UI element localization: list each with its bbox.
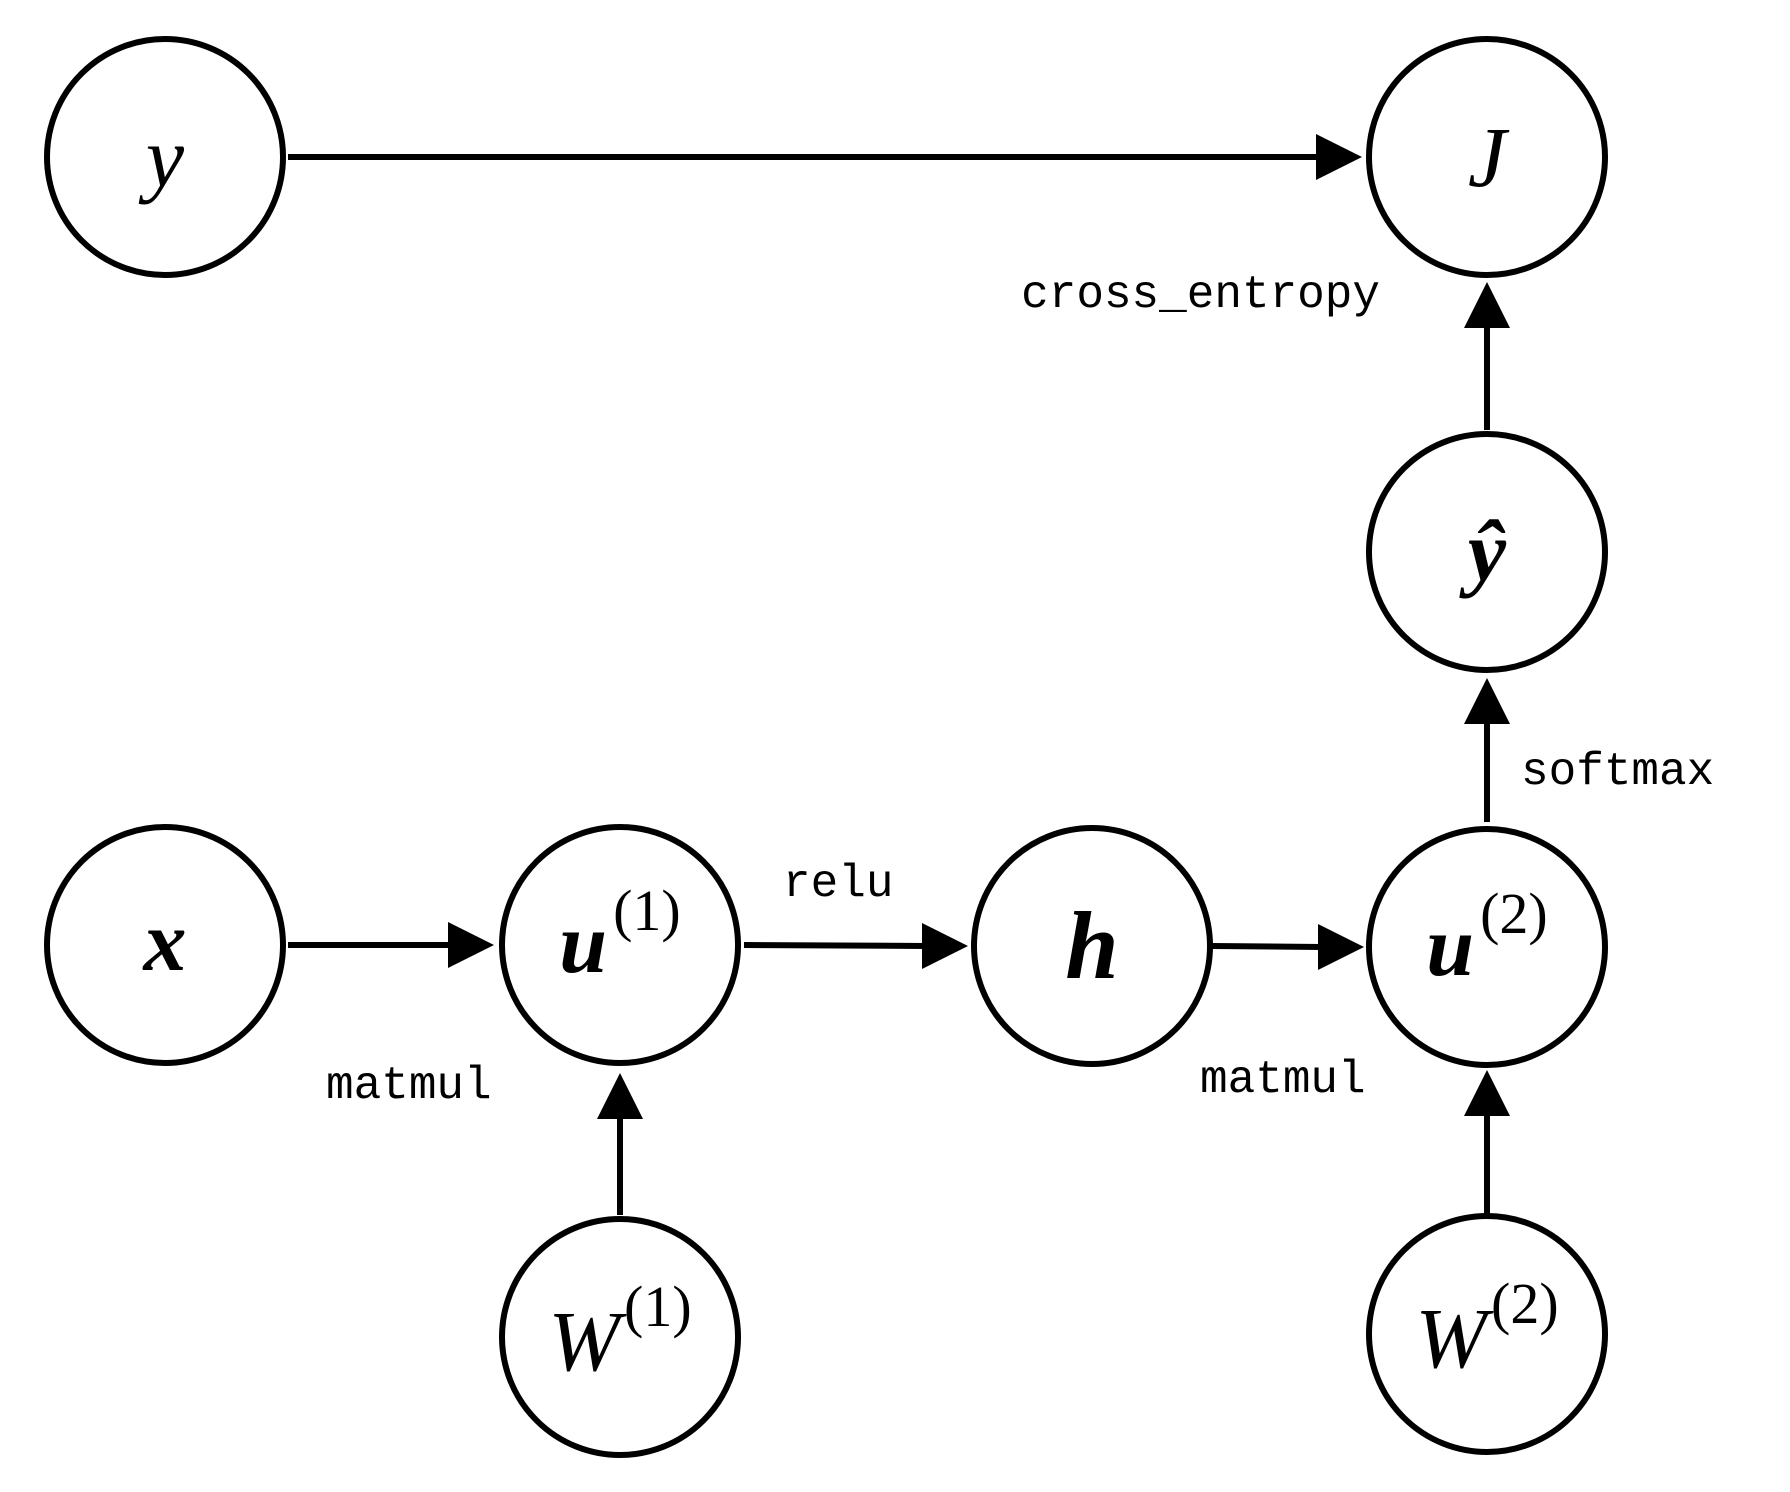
node-y-label: y <box>138 109 185 205</box>
node-x-label: x <box>142 893 187 989</box>
edge-w1-to-u1 <box>597 1073 643 1215</box>
edges <box>288 134 1510 1215</box>
node-u2-main: u <box>1426 898 1474 994</box>
node-w1-label: W(1) <box>548 1274 691 1389</box>
node-w2: W(2) <box>1366 1213 1608 1455</box>
node-j: J <box>1366 36 1608 278</box>
op-label-matmul-1: matmul <box>326 1060 492 1112</box>
node-y-hat: ŷ <box>1366 431 1608 673</box>
node-w2-label: W(2) <box>1415 1271 1558 1386</box>
node-u1-main: u <box>559 895 607 991</box>
node-h: h <box>971 825 1213 1067</box>
node-y: y <box>44 36 286 278</box>
nodes: y J ŷ x u(1) h <box>44 36 1608 1458</box>
edge-x-to-u1 <box>288 922 494 968</box>
edge-h-to-u2 <box>1211 924 1364 970</box>
edge-yhat-to-j <box>1464 282 1510 430</box>
edge-u2-to-yhat <box>1464 678 1510 822</box>
edge-u1-to-h <box>743 923 968 969</box>
node-u1: u(1) <box>499 824 741 1066</box>
op-label-relu: relu <box>783 858 893 910</box>
node-u1-label: u(1) <box>559 878 680 991</box>
node-w1-main: W <box>548 1293 627 1389</box>
node-j-label: J <box>1468 109 1510 205</box>
op-label-cross-entropy: cross_entropy <box>1021 269 1380 321</box>
node-u1-sup: (1) <box>613 878 681 943</box>
edge-w2-to-u2 <box>1464 1070 1510 1215</box>
node-u2-sup: (2) <box>1480 881 1548 946</box>
node-w1: W(1) <box>499 1216 741 1458</box>
node-u2: u(2) <box>1366 826 1608 1068</box>
operation-labels: cross_entropy softmax relu matmul matmul <box>326 269 1714 1112</box>
node-w2-sup: (2) <box>1491 1271 1559 1336</box>
node-u2-label: u(2) <box>1426 881 1547 994</box>
node-x: x <box>44 824 286 1066</box>
node-w1-sup: (1) <box>624 1274 692 1339</box>
op-label-softmax: softmax <box>1521 746 1714 798</box>
op-label-matmul-2: matmul <box>1200 1054 1366 1106</box>
node-h-label: h <box>1065 892 1118 999</box>
edge-y-to-j <box>288 134 1362 180</box>
node-w2-main: W <box>1415 1290 1494 1386</box>
